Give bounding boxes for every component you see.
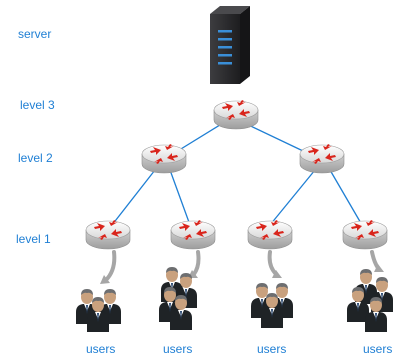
router-icon-level-2-left xyxy=(141,143,187,174)
server-label: server xyxy=(18,27,52,41)
user-group-icon-4 xyxy=(347,269,393,332)
arrow-head-icon xyxy=(374,264,384,272)
router-icon-level-3 xyxy=(213,99,259,130)
level-1-label: level 1 xyxy=(16,232,51,246)
router-icon-level-1-c xyxy=(247,219,293,250)
users-label-1: users xyxy=(86,342,116,356)
user-group-icon-3 xyxy=(251,283,293,328)
level-3-label: level 3 xyxy=(20,98,55,112)
user-group-icon-2 xyxy=(159,267,197,330)
arrow-head-icon xyxy=(272,270,282,278)
router-icon-level-1-b xyxy=(170,219,216,250)
users-label-3: users xyxy=(257,342,287,356)
network-links xyxy=(111,119,363,226)
users-label-2: users xyxy=(163,342,193,356)
server-tower-icon xyxy=(210,6,250,84)
download-arrows xyxy=(104,250,380,282)
router-icon-level-1-a xyxy=(85,219,131,250)
router-icon-level-1-d xyxy=(342,219,388,250)
arrow-head-icon xyxy=(100,275,110,284)
users-label-4: users xyxy=(363,342,393,356)
level-2-label: level 2 xyxy=(18,151,53,165)
router-icon-level-2-right xyxy=(299,143,345,174)
user-group-icon-1 xyxy=(76,289,121,332)
